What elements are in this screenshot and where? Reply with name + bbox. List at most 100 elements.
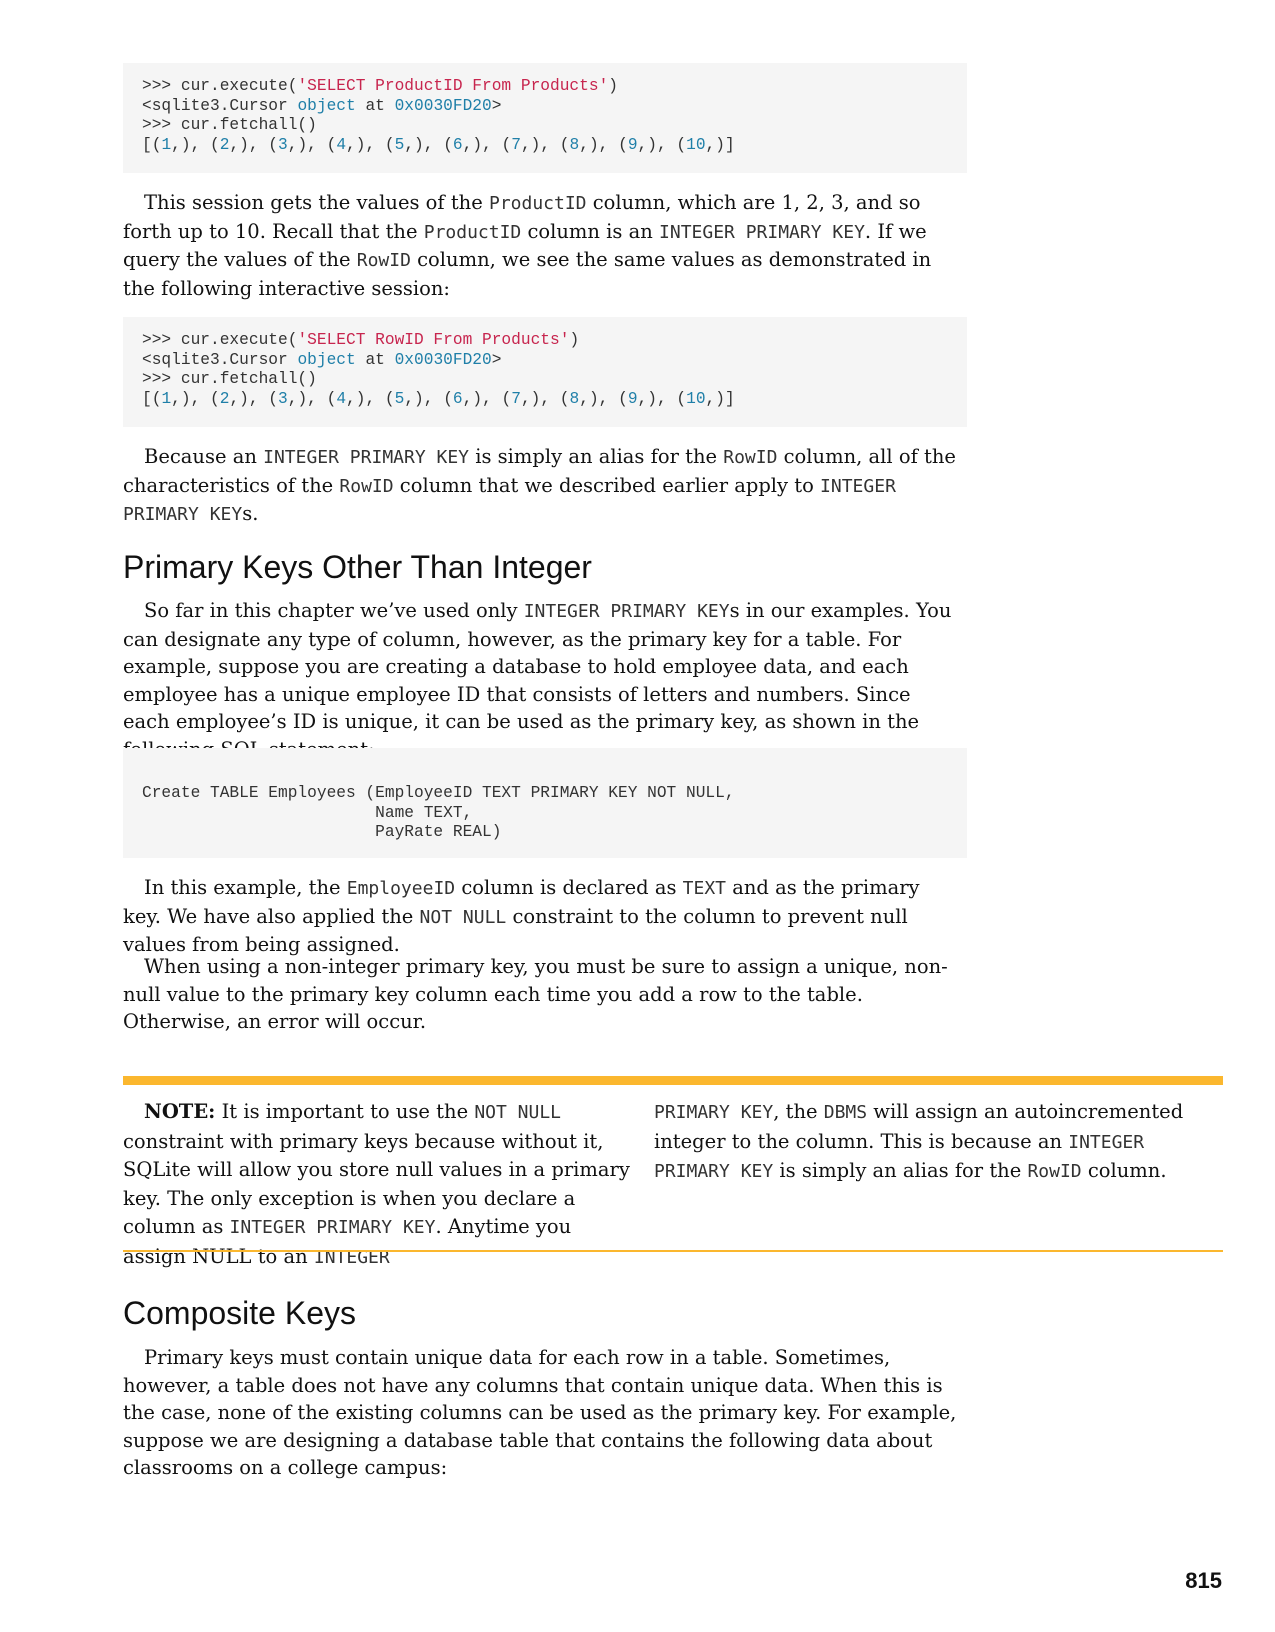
code-text: ) (608, 77, 619, 95)
code-text: [( (142, 135, 162, 154)
code-text: ,), ( (404, 389, 453, 408)
paragraph-non-integer-keys: So far in this chapter we’ve used only I… (123, 597, 963, 763)
inline-code: RowID (339, 475, 394, 497)
page-number: 815 (1185, 1568, 1222, 1593)
inline-code: EmployeeID (346, 878, 456, 899)
inline-code: INTEGER PRIMARY KEY (659, 221, 865, 243)
inline-code: TEXT (682, 878, 727, 899)
text: column, which are 1, 2, 3, and so forth … (123, 191, 921, 243)
text: will assign an autoincremented integer t… (654, 1100, 1184, 1153)
paragraph-composite-keys: Primary keys must contain unique data fo… (123, 1344, 963, 1482)
code-text: > (491, 96, 502, 115)
inline-code: NOT NULL (474, 1102, 562, 1123)
code-number: 2 (219, 389, 230, 408)
code-text: ,), ( (346, 389, 395, 408)
code-text: ,), ( (520, 389, 570, 408)
code-text: ) (569, 331, 580, 349)
code-text: ,), ( (637, 135, 687, 154)
code-text: Name TEXT, (142, 803, 473, 822)
text: column is declared as (455, 876, 683, 899)
inline-code: INTEGER PRIMARY KEY (229, 1217, 436, 1238)
code-text: ,), ( (462, 135, 512, 154)
inline-code: NOT NULL (419, 906, 507, 928)
code-number: 1 (161, 135, 172, 154)
inline-code: ProductID (488, 193, 587, 214)
text: is simply an alias for the (773, 1159, 1028, 1182)
code-number: 1 (161, 389, 172, 408)
code-text: ,), ( (229, 389, 279, 408)
text: s in our examples. You can designate any… (123, 599, 952, 761)
code-text: ,), ( (637, 389, 687, 408)
note-column-right: PRIMARY KEY, the DBMS will assign an aut… (654, 1098, 1194, 1187)
code-block-rowid: >>> cur.execute('SELECT RowID From Produ… (123, 317, 967, 427)
inline-code: RowID (723, 447, 778, 468)
code-number: 7 (511, 389, 521, 408)
inline-code: INTEGER PRIMARY KEY (523, 601, 730, 622)
code-number: 6 (452, 389, 463, 408)
text: It is important to use the (215, 1100, 475, 1123)
code-text: > (491, 350, 502, 369)
text: constraint with primary keys because wit… (123, 1129, 630, 1239)
code-text: <sqlite3.Cursor (142, 96, 298, 115)
code-number: 3 (278, 389, 288, 408)
code-text: ,)] (705, 389, 735, 408)
code-text: ,), ( (287, 389, 337, 408)
text: s. (242, 502, 259, 525)
code-number: 0x0030FD20 (394, 96, 492, 115)
code-text: Create TABLE Employees (EmployeeID TEXT … (142, 784, 735, 802)
code-text: <sqlite3.Cursor (142, 350, 298, 369)
inline-code: INTEGER PRIMARY KEY (654, 1131, 1145, 1183)
code-number: 4 (336, 135, 347, 154)
paragraph-integer-primary-key-alias: Because an INTEGER PRIMARY KEY is simply… (123, 443, 963, 529)
code-text: >>> cur.fetchall() (142, 116, 317, 134)
code-text: PayRate REAL) (142, 823, 502, 841)
code-text: ,)] (705, 135, 735, 154)
code-number: 9 (627, 389, 638, 408)
text: Primary keys must contain unique data fo… (123, 1346, 957, 1479)
code-number: 0x0030FD20 (394, 350, 492, 369)
text: constraint to the column to prevent null… (123, 904, 908, 957)
code-text: ,), ( (346, 135, 395, 154)
text: Because an (144, 445, 264, 468)
text: column. (1081, 1159, 1167, 1182)
code-text: ,), ( (404, 135, 453, 154)
text: column, all of the characteristics of th… (123, 445, 956, 497)
text: When using a non-integer primary key, yo… (123, 955, 948, 1033)
inline-code: RowID (356, 250, 411, 271)
code-text: >>> cur.fetchall() (142, 370, 317, 388)
code-string: 'SELECT ProductID From Products' (297, 77, 609, 95)
paragraph-employeeid-example: In this example, the EmployeeID column i… (123, 874, 963, 959)
inline-code: INTEGER PRIMARY KEY (263, 447, 470, 468)
text: and as the primary key. We have also app… (123, 876, 920, 928)
code-number: 7 (511, 135, 521, 154)
code-text: ,), ( (171, 389, 220, 408)
code-number: 6 (452, 135, 463, 154)
code-text: ,), ( (579, 389, 628, 408)
code-text: >>> cur.execute( (142, 331, 298, 349)
inline-code: INTEGER PRIMARY KEY (123, 475, 896, 526)
note-top-rule (123, 1076, 1223, 1085)
text: column is an (521, 219, 660, 243)
code-text: ,), ( (462, 389, 512, 408)
paragraph-non-null-warning: When using a non-integer primary key, yo… (123, 953, 963, 1036)
text: is simply an alias for the (469, 445, 724, 468)
code-keyword: object (297, 96, 356, 115)
text: So far in this chapter we’ve used only (144, 599, 524, 622)
code-number: 5 (394, 389, 405, 408)
code-number: 4 (336, 389, 347, 408)
text: column, we see the same values as demons… (123, 248, 932, 300)
code-string: 'SELECT RowID From Products' (297, 331, 570, 349)
paragraph-productid-session: This session gets the values of the Prod… (123, 189, 963, 302)
code-keyword: object (297, 350, 356, 369)
code-number: 10 (686, 389, 706, 408)
code-text: [( (142, 389, 162, 408)
inline-code: DBMS (823, 1102, 868, 1123)
note-column-left: NOTE: It is important to use the NOT NUL… (123, 1098, 633, 1272)
code-number: 3 (278, 135, 288, 154)
text: column that we described earlier apply t… (393, 473, 821, 497)
code-block-productid: >>> cur.execute('SELECT ProductID From P… (123, 63, 967, 173)
inline-code: RowID (1027, 1161, 1082, 1182)
code-text: ,), ( (229, 135, 279, 154)
note-label: NOTE: (144, 1100, 216, 1123)
text: This session gets the values of the (144, 191, 489, 214)
